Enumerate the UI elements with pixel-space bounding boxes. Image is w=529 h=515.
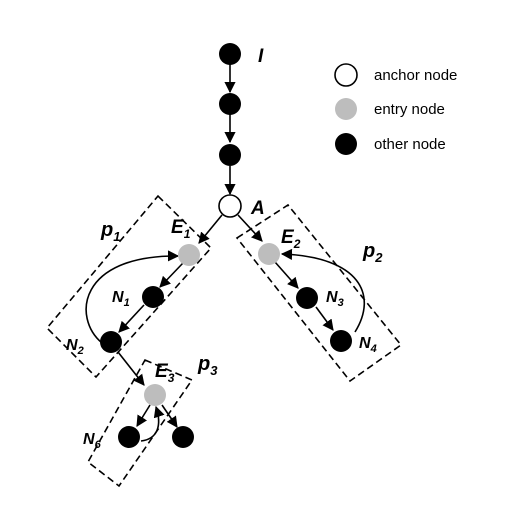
edge-A-E1 (198, 214, 223, 244)
label-N3: N3 (326, 289, 344, 309)
legend: anchor node entry node other node (334, 63, 457, 155)
edge-N2-E1-loop (85, 250, 180, 344)
label-N6: N6 (83, 431, 102, 451)
entry-node-E3 (144, 384, 166, 406)
entry-node-E1 (178, 244, 200, 266)
entry-node-E2 (258, 243, 280, 265)
node-I (219, 43, 241, 65)
legend-entry-swatch (335, 98, 357, 120)
legend-anchor-label: anchor node (374, 67, 457, 84)
node-N2 (100, 331, 122, 353)
path-box-p3 (86, 358, 194, 488)
edge-E3-N7 (161, 404, 178, 428)
legend-entry-label: entry node (374, 101, 445, 118)
label-A: A (250, 198, 265, 219)
label-E2: E2 (281, 227, 301, 251)
label-p2: p2 (362, 240, 383, 265)
label-E3: E3 (155, 361, 175, 385)
node-N4 (330, 330, 352, 352)
edge-A-E2 (237, 214, 263, 242)
label-N2: N2 (66, 337, 84, 357)
path-box-p2 (235, 203, 403, 383)
node-2 (219, 93, 241, 115)
label-I: I (258, 46, 264, 67)
label-E1: E1 (171, 217, 191, 241)
label-p1: p1 (100, 219, 120, 244)
edge-N6-E3-loop (140, 405, 165, 442)
edge-E2-N3 (274, 261, 299, 289)
legend-other-label: other node (374, 136, 446, 153)
edge-N4-E2-loop (280, 248, 365, 333)
node-N7 (172, 426, 194, 448)
node-N3 (296, 287, 318, 309)
edge-N2-E3 (117, 351, 145, 386)
edge-E1-N1 (159, 262, 184, 288)
edge-N1-N2 (118, 304, 145, 333)
edge-N3-N4 (315, 306, 334, 331)
label-N1: N1 (112, 289, 130, 309)
legend-other-swatch (335, 133, 357, 155)
anchor-node-A (218, 194, 242, 218)
node-N6 (118, 426, 140, 448)
legend-anchor-swatch (334, 63, 358, 87)
node-3 (219, 144, 241, 166)
path-box-p1 (45, 194, 213, 379)
label-N4: N4 (359, 335, 377, 355)
node-N1 (142, 286, 164, 308)
label-p3: p3 (197, 353, 218, 378)
edge-E3-N6 (136, 404, 151, 427)
